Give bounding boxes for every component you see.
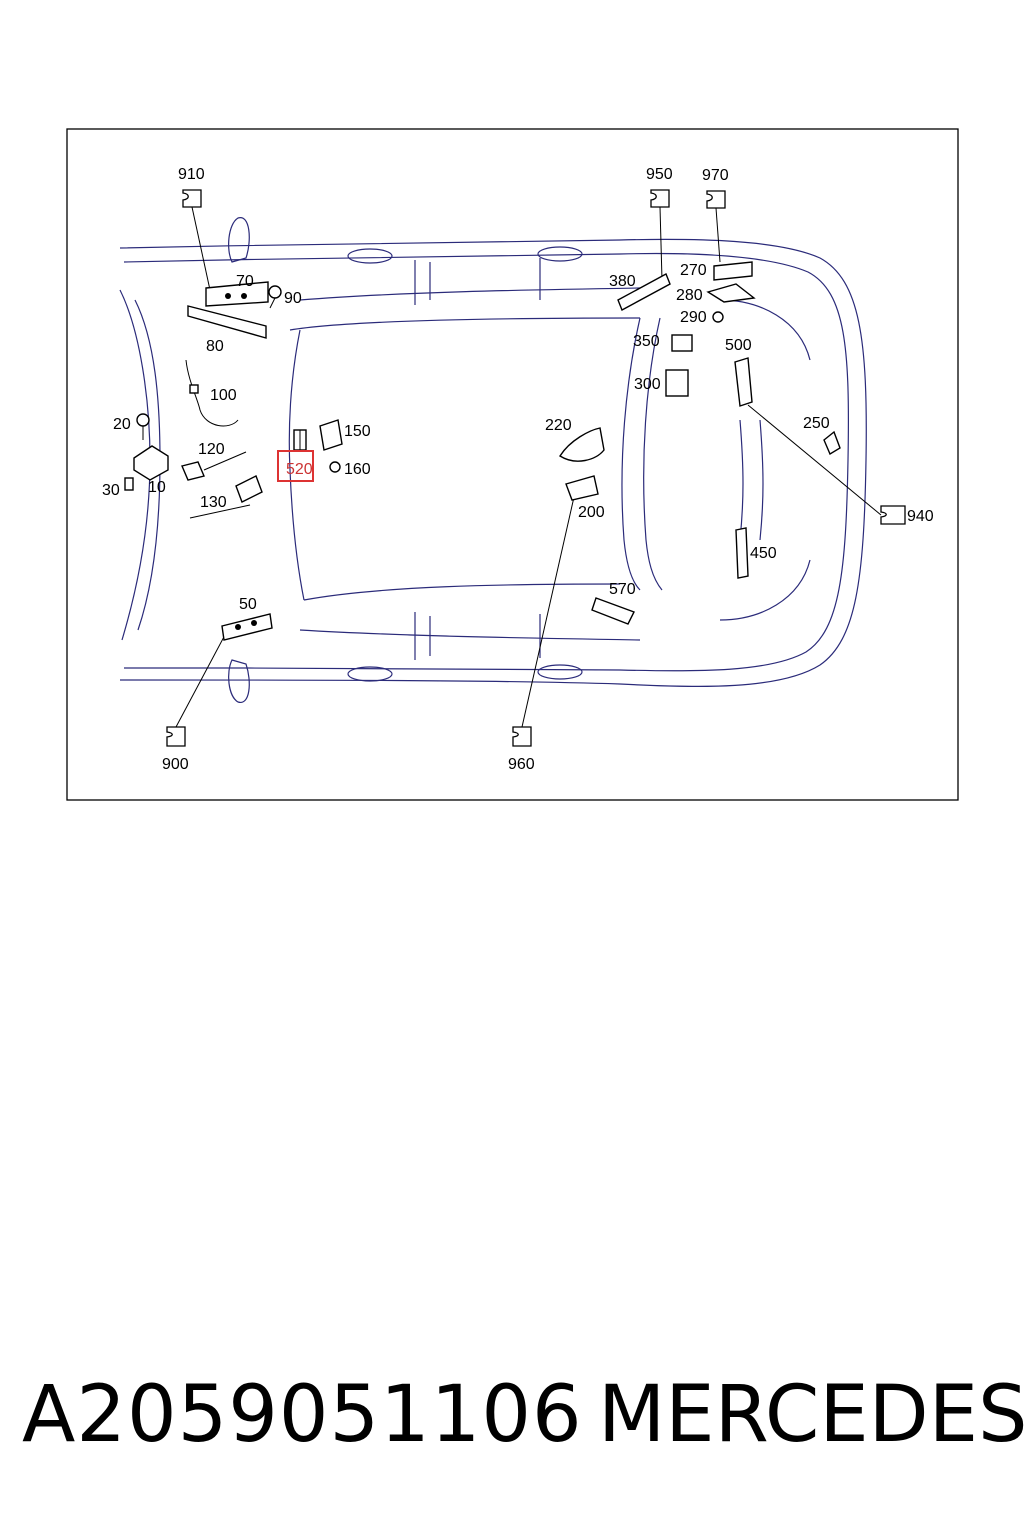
part-80 — [187, 305, 267, 339]
label-970: 970 — [702, 167, 729, 184]
label-10: 10 — [148, 479, 166, 496]
label-960: 960 — [508, 756, 535, 773]
label-950: 950 — [646, 166, 673, 183]
label-120: 120 — [198, 441, 225, 458]
part-150 — [319, 419, 343, 451]
label-130: 130 — [200, 494, 227, 511]
diagram-frame — [66, 128, 959, 801]
label-160: 160 — [344, 461, 371, 478]
part-70 — [205, 281, 269, 307]
part-120 — [181, 451, 247, 481]
connector-960 — [512, 496, 575, 747]
part-90 — [268, 285, 282, 309]
label-290: 290 — [680, 309, 707, 326]
label-270: 270 — [680, 262, 707, 279]
part-10 — [133, 445, 169, 481]
part-520 — [293, 429, 307, 451]
connector-970 — [706, 190, 726, 263]
part-350 — [671, 334, 693, 352]
label-220: 220 — [545, 417, 572, 434]
brand-name: MERCEDES — [598, 1370, 1024, 1460]
label-380: 380 — [609, 273, 636, 290]
part-300 — [665, 369, 689, 397]
highlight-box-520 — [277, 450, 314, 482]
label-50: 50 — [239, 596, 257, 613]
part-200 — [565, 475, 599, 501]
label-150: 150 — [344, 423, 371, 440]
label-300: 300 — [634, 376, 661, 393]
label-20: 20 — [113, 416, 131, 433]
label-100: 100 — [210, 387, 237, 404]
label-200: 200 — [578, 504, 605, 521]
connector-950 — [650, 189, 670, 281]
connector-910 — [182, 189, 211, 291]
label-450: 450 — [750, 545, 777, 562]
part-number: A2059051106 — [22, 1370, 583, 1460]
label-500: 500 — [725, 337, 752, 354]
connector-900 — [166, 632, 227, 747]
label-80: 80 — [206, 338, 224, 355]
part-220 — [559, 427, 605, 462]
part-290 — [712, 311, 724, 323]
part-500 — [734, 357, 753, 407]
label-900: 900 — [162, 756, 189, 773]
part-30 — [124, 477, 134, 491]
part-160 — [329, 461, 341, 473]
part-250 — [823, 430, 841, 456]
part-270 — [713, 261, 753, 281]
parts-diagram: 910 950 970 70 90 80 380 270 280 290 350… — [66, 128, 959, 801]
part-280 — [706, 283, 756, 303]
label-570: 570 — [609, 581, 636, 598]
label-90: 90 — [284, 290, 302, 307]
label-30: 30 — [102, 482, 120, 499]
part-570 — [591, 597, 635, 625]
part-130 — [189, 475, 263, 519]
footer: A2059051106 MERCEDES — [0, 1370, 1024, 1470]
label-940: 940 — [907, 508, 934, 525]
label-910: 910 — [178, 166, 205, 183]
connector-940 — [747, 404, 906, 525]
label-70: 70 — [236, 273, 254, 290]
part-50 — [221, 613, 273, 641]
label-350: 350 — [633, 333, 660, 350]
label-280: 280 — [676, 287, 703, 304]
label-250: 250 — [803, 415, 830, 432]
part-380 — [617, 273, 671, 311]
part-20 — [136, 413, 150, 440]
label-520: 520 — [286, 461, 313, 478]
part-100 — [185, 359, 239, 427]
part-450 — [735, 527, 749, 579]
